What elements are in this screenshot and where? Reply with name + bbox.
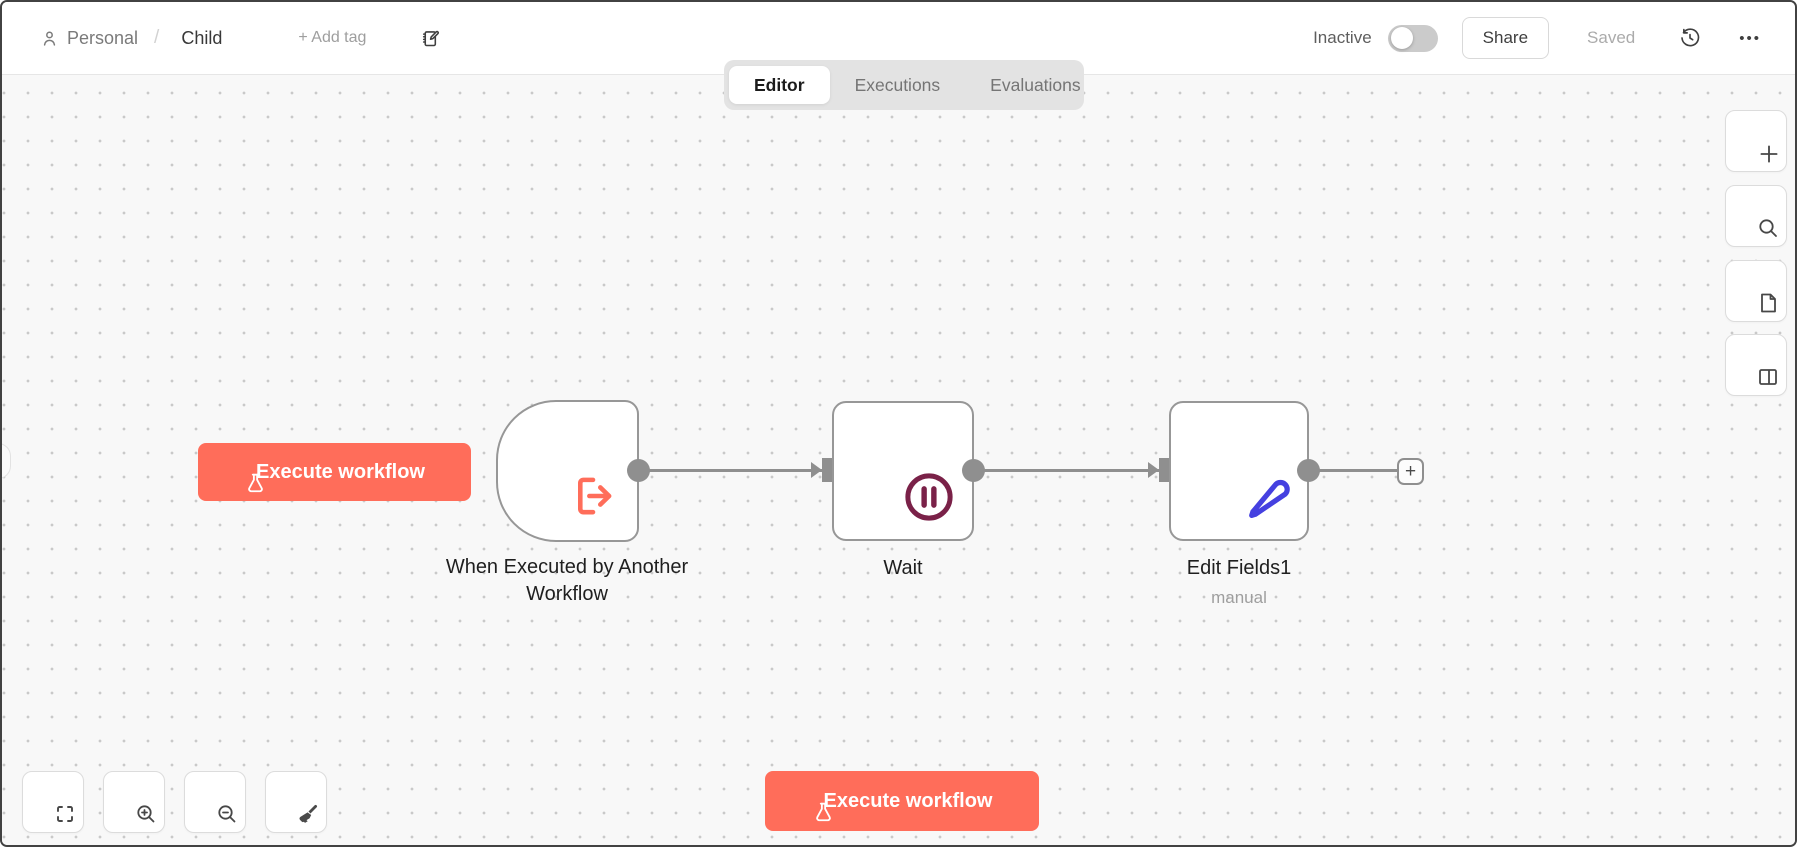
connection-trigger-wait	[639, 469, 825, 473]
connection-edit-plus	[1309, 469, 1401, 473]
output-port-wait[interactable]	[962, 459, 985, 482]
breadcrumb-project-label: Personal	[67, 27, 139, 48]
activation-status-label: Inactive	[1313, 28, 1372, 47]
workflow-canvas[interactable]: Execute workflow When Executed by Anothe…	[2, 75, 1795, 845]
output-port-edit-fields[interactable]	[1297, 459, 1320, 482]
collapsed-panel-handle[interactable]	[2, 443, 11, 479]
activation-toggle[interactable]	[1387, 24, 1438, 52]
search-panel-button[interactable]	[1725, 185, 1787, 247]
history-icon[interactable]	[1675, 23, 1705, 53]
execute-workflow-label: Execute workflow	[823, 789, 993, 812]
fit-view-button[interactable]	[22, 771, 84, 833]
node-label-wait: Wait	[883, 557, 923, 579]
execute-workflow-label: Execute workflow	[256, 460, 425, 483]
person-icon	[40, 29, 59, 48]
more-options-icon[interactable]: •••	[1735, 26, 1765, 51]
tab-executions[interactable]: Executions	[830, 66, 966, 104]
toggle-knob	[1390, 27, 1413, 49]
node-wait[interactable]	[832, 401, 974, 541]
sticky-note-panel-button[interactable]	[1725, 260, 1787, 322]
input-port-edit-fields[interactable]	[1147, 457, 1171, 483]
zoom-in-button[interactable]	[103, 771, 165, 833]
share-button[interactable]: Share	[1461, 17, 1550, 59]
execute-workflow-button-bottom[interactable]: Execute workflow	[765, 771, 1039, 831]
node-label-trigger: When Executed by Another Workflow	[445, 556, 689, 605]
breadcrumb-project[interactable]: Personal	[40, 28, 138, 49]
zoom-out-button[interactable]	[184, 771, 246, 833]
breadcrumb-separator: /	[154, 27, 160, 48]
tab-editor[interactable]: Editor	[729, 66, 830, 104]
add-tag-button[interactable]: + Add tag	[292, 28, 372, 48]
view-tabs: Editor Executions Evaluations	[724, 60, 1084, 110]
workflow-name[interactable]: Child	[181, 27, 223, 48]
note-edit-icon[interactable]	[414, 27, 447, 50]
node-edit-fields1[interactable]	[1169, 401, 1309, 541]
add-node-panel-button[interactable]	[1725, 110, 1787, 172]
save-status: Saved	[1587, 28, 1636, 47]
node-label-edit-fields: Edit Fields1	[1186, 557, 1292, 579]
connection-wait-edit	[974, 469, 1162, 473]
input-port-wait[interactable]	[810, 457, 834, 483]
tab-evaluations[interactable]: Evaluations	[965, 66, 1105, 104]
output-port-trigger[interactable]	[627, 459, 650, 482]
add-node-button[interactable]: +	[1397, 458, 1424, 485]
node-when-executed-by-another-workflow[interactable]	[496, 400, 639, 542]
tidy-up-button[interactable]	[265, 771, 327, 833]
execute-workflow-button[interactable]: Execute workflow	[198, 443, 471, 501]
side-panel-button[interactable]	[1725, 334, 1787, 396]
node-subtitle-edit-fields: manual	[1211, 588, 1267, 607]
